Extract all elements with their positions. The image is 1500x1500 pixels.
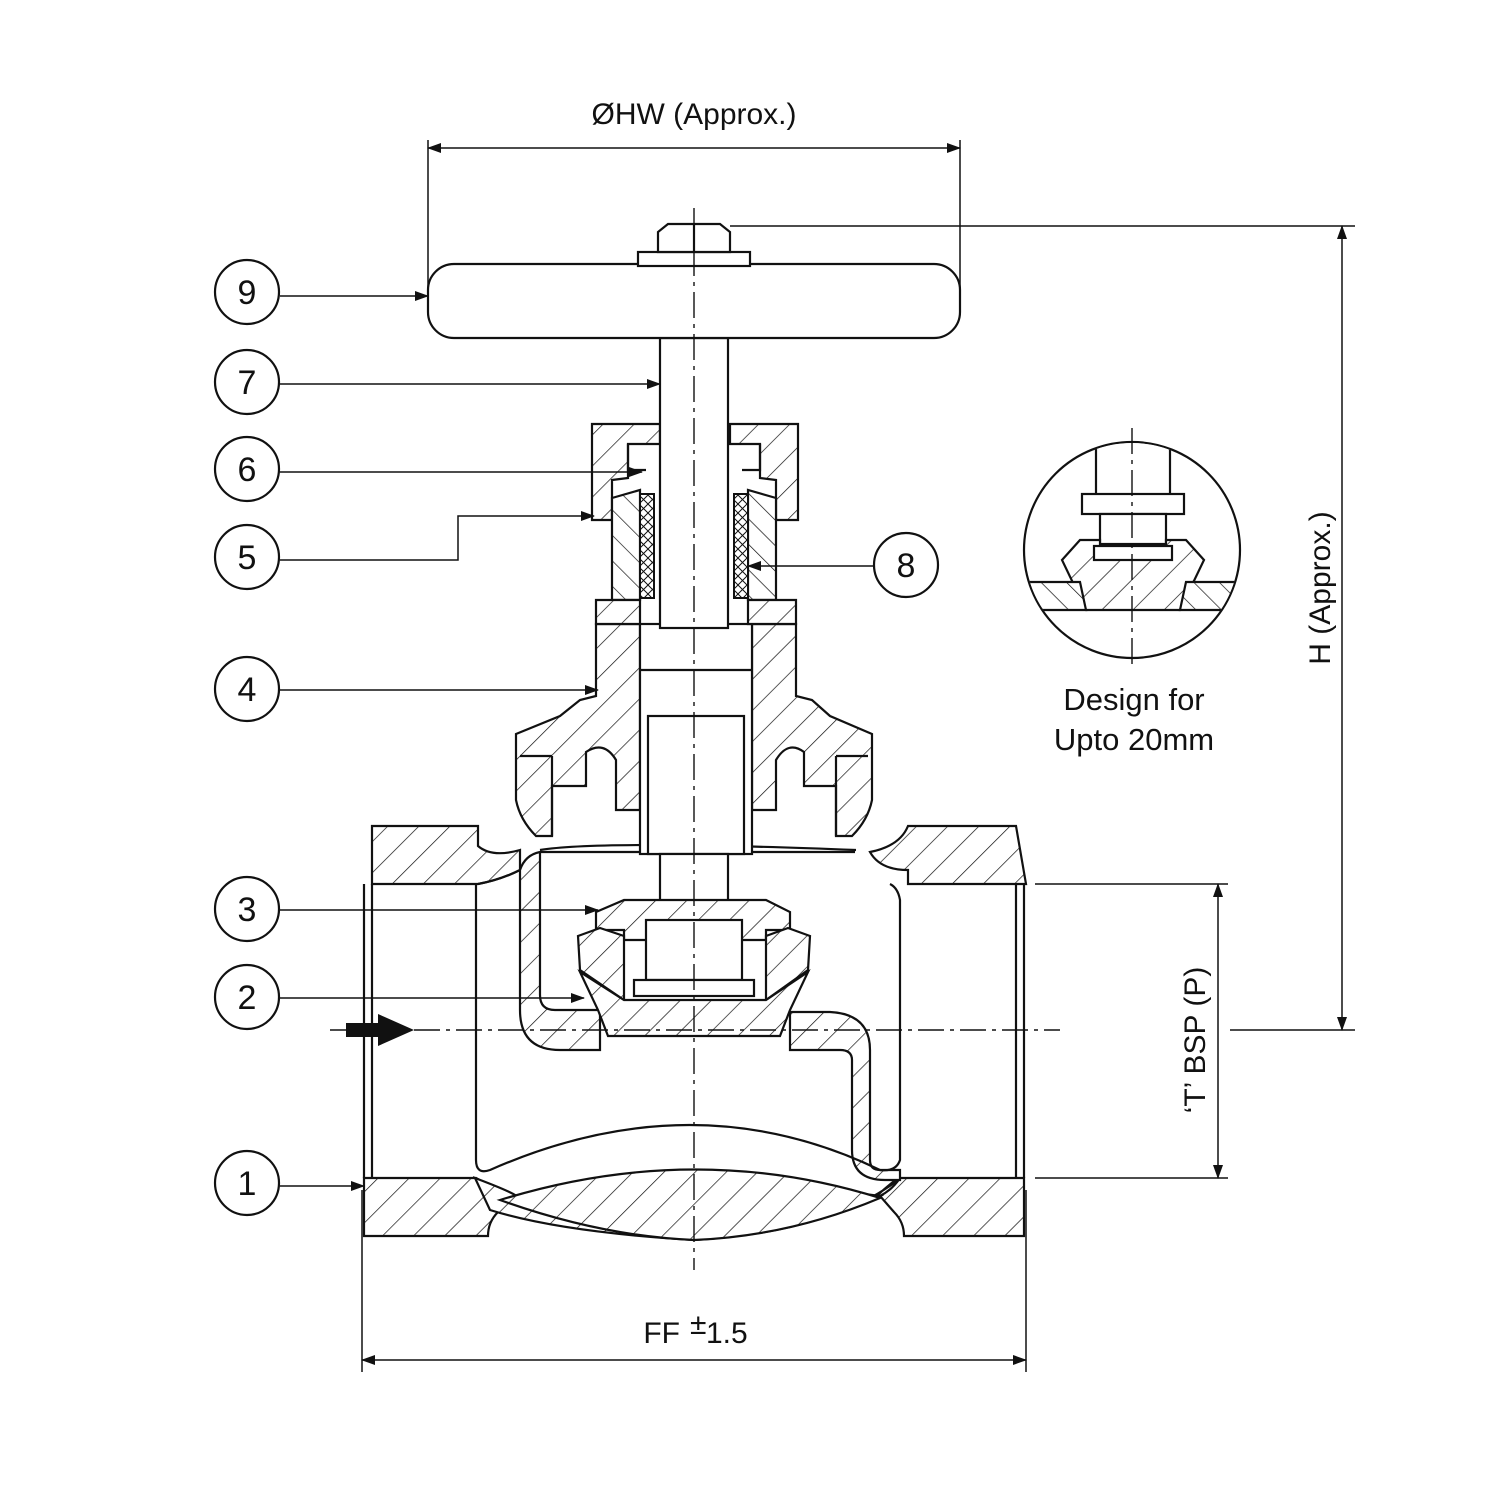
callout-1: 1 [213, 1149, 281, 1217]
callout-5: 5 [213, 523, 281, 591]
svg-text:6: 6 [238, 451, 257, 489]
callout-9: 9 [213, 258, 281, 326]
detail-caption-line-2: Upto 20mm [1054, 722, 1214, 757]
callout-6: 6 [213, 435, 281, 503]
valve-body [362, 824, 1028, 1242]
svg-text:2: 2 [238, 979, 257, 1017]
height-dimension: H (Approx.) [730, 225, 1355, 1031]
svg-text:9: 9 [238, 274, 257, 312]
callout-4: 4 [213, 655, 281, 723]
detail-view [1022, 428, 1242, 664]
flow-direction-arrow-icon [346, 1014, 414, 1046]
callout-8: 8 [872, 531, 940, 599]
callout-leaders [280, 291, 874, 1191]
detail-caption-line-1: Design for [1063, 682, 1204, 717]
face-to-face-label: FF [643, 1317, 680, 1350]
svg-text:5: 5 [238, 539, 257, 577]
gland-assembly [590, 422, 800, 626]
callout-3: 3 [213, 875, 281, 943]
callout-7: 7 [213, 348, 281, 416]
plus-minus-symbol: ± [690, 1308, 706, 1341]
svg-text:3: 3 [238, 891, 257, 929]
thread-label: ‘T’ BSP (P) [1179, 967, 1212, 1114]
bonnet [514, 622, 874, 856]
callout-2: 2 [213, 963, 281, 1031]
handwheel-dimension: ØHW (Approx.) [427, 98, 961, 290]
svg-text:1: 1 [238, 1165, 257, 1203]
face-to-face-tolerance: 1.5 [706, 1317, 748, 1350]
svg-text:7: 7 [238, 364, 257, 402]
thread-dimension: ‘T’ BSP (P) [1035, 883, 1228, 1179]
svg-text:4: 4 [238, 671, 257, 709]
face-to-face-dimension: FF ± 1.5 [361, 1190, 1027, 1372]
handwheel-diameter-label: ØHW (Approx.) [591, 98, 796, 131]
height-label: H (Approx.) [1304, 511, 1337, 664]
svg-text:8: 8 [897, 547, 916, 585]
